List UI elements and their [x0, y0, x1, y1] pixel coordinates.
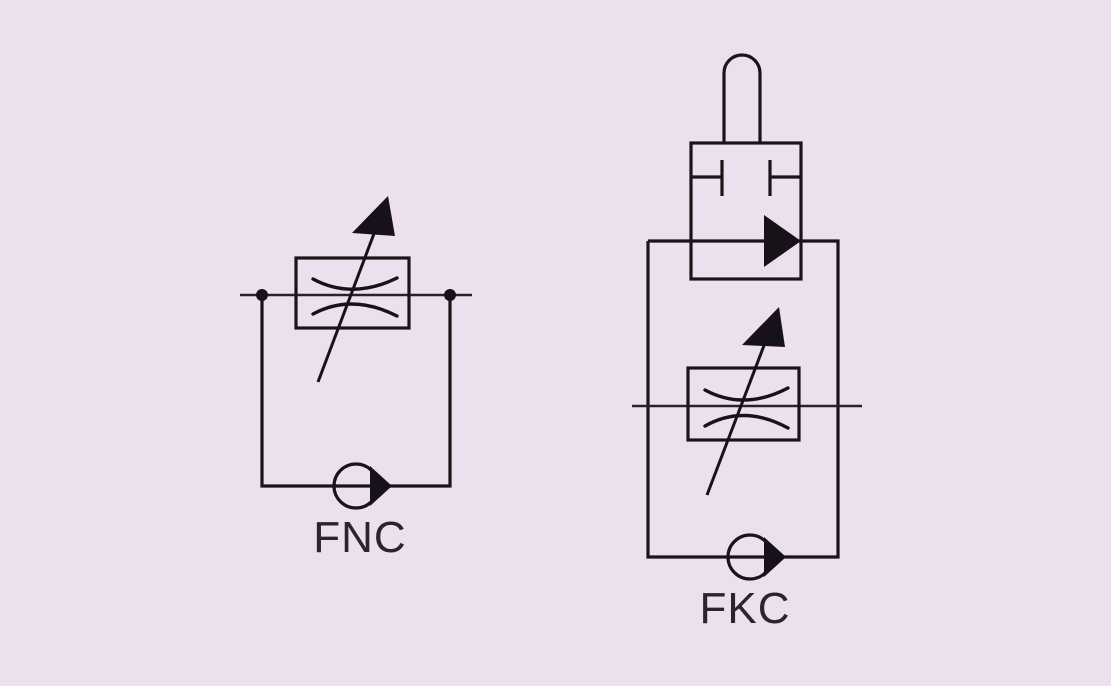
fkc-check-valve-triangle [764, 537, 786, 577]
fkc-blocked-port-left [691, 160, 724, 196]
fnc-restrictor-box [294, 256, 411, 330]
fkc-throttle-curve-upper [703, 386, 790, 402]
fkc-manual-actuator [722, 53, 762, 143]
fkc-throttle-curve-lower [703, 413, 790, 430]
fnc-adjustment-line [316, 222, 380, 383]
fnc-check-valve-triangle [370, 466, 392, 506]
fkc-shutoff-valve-block [689, 141, 803, 281]
fnc-junction-dot-left [256, 289, 268, 301]
fnc-bypass-loop [260, 296, 452, 488]
symbol-fnc: FNC [240, 196, 472, 562]
symbol-fkc: FKC [632, 53, 862, 633]
fkc-label: FKC [700, 584, 791, 633]
fkc-flow-arrow [764, 215, 801, 267]
fkc-adjustment-line [705, 334, 770, 496]
fkc-adjustment-arrowhead [742, 307, 785, 347]
fkc-blocked-port-right [768, 160, 801, 196]
fnc-label: FNC [313, 513, 406, 562]
fnc-throttle-curve-lower [311, 302, 399, 318]
fnc-junction-dot-right [444, 289, 456, 301]
fnc-adjustment-arrowhead [352, 196, 395, 236]
fkc-restrictor-box [686, 366, 801, 442]
